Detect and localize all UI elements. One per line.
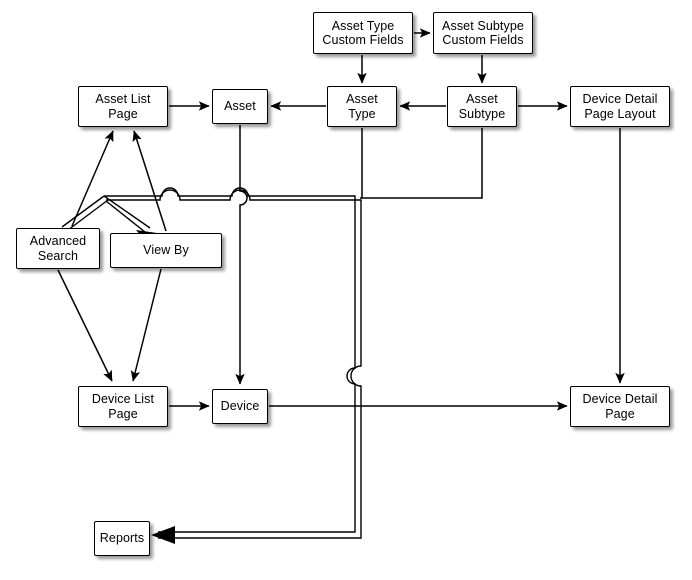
edge-view-by-to-device-list-page: [130, 268, 162, 382]
node-device-list-page[interactable]: Device List Page: [78, 386, 168, 427]
node-asset-subtype-custom-fields[interactable]: Asset Subtype Custom Fields: [433, 12, 533, 54]
node-asset-list-page[interactable]: Asset List Page: [78, 86, 168, 127]
trunk-fork-left-rail-a: [61, 195, 105, 228]
edge-advanced-search-to-asset-list-page: [71, 130, 114, 227]
node-reports[interactable]: Reports: [94, 521, 150, 556]
edge-asset-to-device: [235, 125, 248, 385]
node-asset-type[interactable]: Asset Type: [327, 86, 397, 127]
node-asset[interactable]: Asset: [212, 89, 268, 124]
trunk-arrowhead-reports: [151, 526, 175, 544]
node-device-detail-page[interactable]: Device Detail Page: [570, 386, 670, 427]
edge-advanced-search-to-device-list-page: [57, 269, 113, 382]
node-view-by[interactable]: View By: [110, 233, 222, 268]
edge-view-by-to-asset-list-page: [132, 130, 167, 232]
edge-asset-subtype-to-trunk: [360, 128, 483, 199]
node-advanced-search[interactable]: Advanced Search: [16, 228, 100, 269]
node-asset-type-custom-fields[interactable]: Asset Type Custom Fields: [313, 12, 413, 54]
node-asset-subtype[interactable]: Asset Subtype: [447, 86, 517, 127]
trunk-fork-left-rail-b: [67, 199, 109, 231]
trunk-fork-right-rail-a: [103, 195, 151, 229]
node-device-detail-page-layout[interactable]: Device Detail Page Layout: [570, 86, 670, 127]
node-device[interactable]: Device: [212, 389, 268, 424]
trunk-fork-right-rail-b: [105, 200, 146, 233]
